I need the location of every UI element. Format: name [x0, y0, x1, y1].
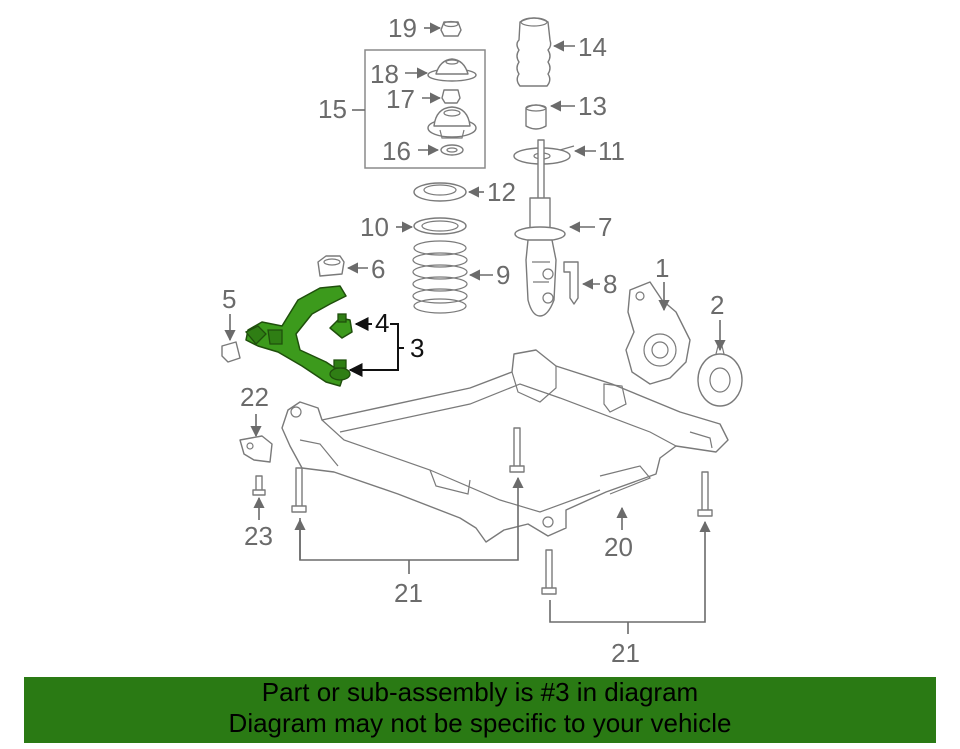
- part-20-subframe[interactable]: [281, 349, 729, 543]
- part-19-nut[interactable]: [440, 20, 462, 37]
- part-1-steering-knuckle[interactable]: [625, 281, 691, 385]
- part-8-bracket[interactable]: [563, 261, 579, 305]
- part-22-bracket[interactable]: [239, 435, 273, 463]
- callout-12: 12: [487, 177, 516, 207]
- callout-10: 10: [360, 212, 389, 242]
- callout-11: 11: [598, 136, 625, 166]
- part-10-insulator[interactable]: [413, 217, 467, 235]
- part-21-bolt-b[interactable]: [509, 427, 525, 473]
- part-6-bushing[interactable]: [317, 255, 345, 277]
- part-21-bolt-d[interactable]: [697, 471, 713, 517]
- callout-4: 4: [375, 308, 389, 338]
- callout-23: 23: [244, 521, 273, 551]
- callout-17: 17: [386, 84, 415, 114]
- callout-18: 18: [370, 59, 399, 89]
- part-21-bolt-c[interactable]: [541, 549, 557, 595]
- part-3-lower-control-arm[interactable]: [244, 285, 351, 387]
- banner-line-2: Diagram may not be specific to your vehi…: [228, 708, 732, 738]
- callout-5: 5: [222, 284, 236, 314]
- part-15-mount-body[interactable]: [427, 106, 477, 139]
- callout-7: 7: [598, 212, 612, 242]
- info-banner: Part or sub-assembly is #3 in diagram Di…: [24, 677, 936, 743]
- callout-14: 14: [578, 32, 607, 62]
- callout-21-lower: 21: [611, 638, 640, 668]
- callout-3: 3: [410, 333, 424, 363]
- callout-13: 13: [578, 91, 607, 121]
- callout-22: 22: [240, 382, 269, 412]
- banner-line-1: Part or sub-assembly is #3 in diagram: [261, 677, 699, 707]
- part-17-nut[interactable]: [441, 89, 461, 104]
- callout-9: 9: [496, 260, 510, 290]
- callout-20: 20: [604, 532, 633, 562]
- callout-16: 16: [382, 136, 411, 166]
- callout-1: 1: [655, 253, 669, 283]
- part-12-insulator[interactable]: [413, 182, 467, 202]
- part-23-bolt[interactable]: [252, 475, 266, 496]
- part-2-splash-shield[interactable]: [697, 345, 743, 407]
- callout-21-upper: 21: [394, 578, 423, 608]
- parts-diagram: 19 18 17 16 15 14 13: [221, 13, 743, 668]
- callout-6: 6: [371, 254, 385, 284]
- part-14-dust-boot[interactable]: [516, 17, 552, 87]
- callout-2: 2: [710, 290, 724, 320]
- callout-15: 15: [318, 94, 347, 124]
- part-21-bolt-a[interactable]: [291, 467, 307, 513]
- part-7-strut-assembly[interactable]: [514, 139, 566, 317]
- strut-mount-kit-box: [364, 49, 486, 169]
- part-16-washer[interactable]: [440, 144, 464, 156]
- part-18-mount-cap[interactable]: [427, 58, 477, 82]
- part-5-bushing[interactable]: [221, 341, 241, 363]
- part-4-ball-joint[interactable]: [329, 313, 353, 339]
- part-13-jounce-bumper[interactable]: [525, 104, 547, 130]
- part-9-coil-spring[interactable]: [412, 240, 468, 314]
- callout-8: 8: [603, 269, 617, 299]
- callout-19: 19: [388, 13, 417, 43]
